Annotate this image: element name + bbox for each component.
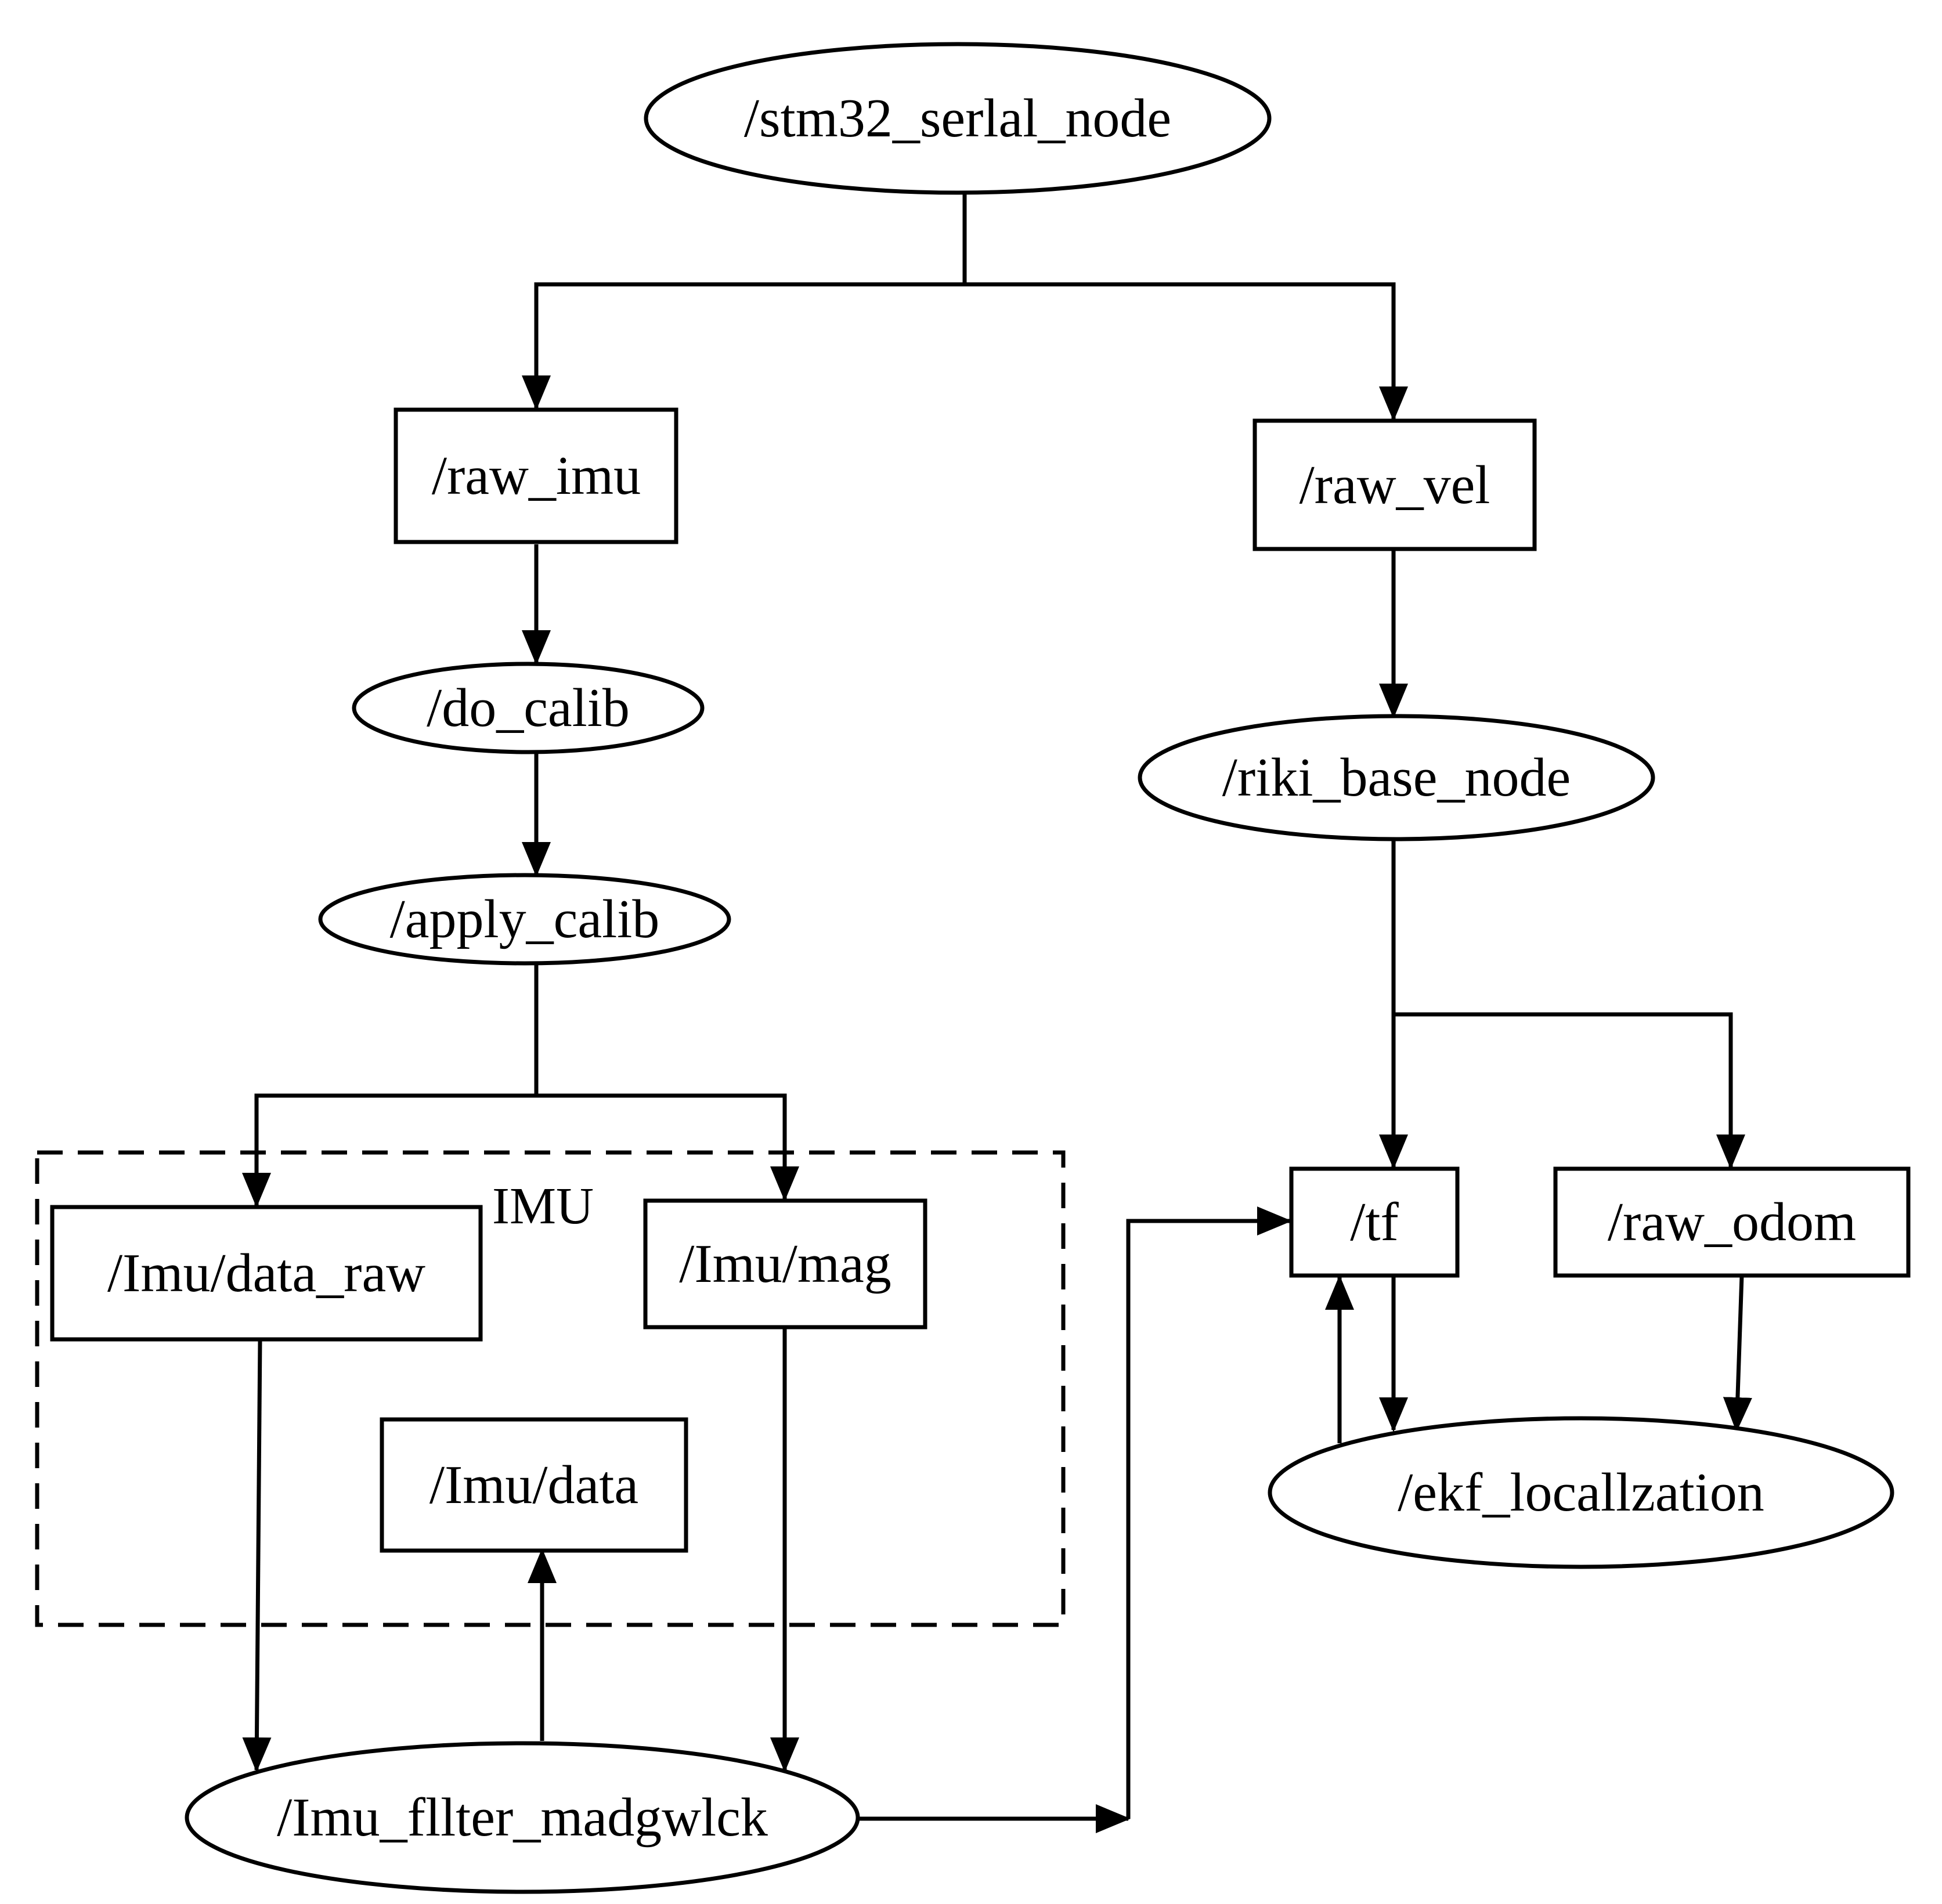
node-label: /ekf_locallzation bbox=[1398, 1462, 1764, 1523]
node-label: /raw_odom bbox=[1608, 1192, 1856, 1252]
node-label: /Imu_fllter_madgwlck bbox=[277, 1787, 768, 1848]
imu-group-border bbox=[35, 1150, 1066, 1627]
node-label: /apply_calib bbox=[390, 889, 660, 949]
node-label: /Imu/data bbox=[429, 1455, 638, 1515]
node-imu-data-raw: /Imu/data_raw bbox=[50, 1205, 483, 1342]
node-riki-base-node: /riki_base_node bbox=[1138, 714, 1655, 841]
node-raw-odom: /raw_odom bbox=[1553, 1166, 1911, 1278]
node-raw-vel: /raw_vel bbox=[1252, 418, 1537, 551]
edge-data-raw-filter bbox=[242, 1340, 272, 1772]
imu-group: IMU bbox=[35, 1150, 1066, 1627]
edge-apply-calib-data-raw bbox=[242, 1093, 536, 1208]
edge-apply-calib-mag bbox=[536, 1093, 799, 1201]
node-imu-data: /Imu/data bbox=[380, 1417, 688, 1553]
node-imu-mag: /Imu/mag bbox=[643, 1198, 927, 1329]
edge-stm32-raw-imu bbox=[522, 282, 965, 410]
node-ekf-localization: /ekf_locallzation bbox=[1268, 1416, 1894, 1569]
edge-raw-odom-ekf bbox=[1723, 1275, 1752, 1432]
edge-filter-tf bbox=[1126, 1206, 1292, 1819]
node-stm32-serial-node: /stm32_serlal_node bbox=[644, 42, 1272, 195]
node-label: /tf bbox=[1350, 1192, 1399, 1252]
node-label: /raw_vel bbox=[1300, 455, 1490, 515]
node-do-calib: /do_calib bbox=[352, 662, 705, 754]
node-label: /raw_imu bbox=[432, 446, 641, 506]
node-label: /Imu/mag bbox=[679, 1234, 891, 1294]
node-label: /riki_base_node bbox=[1222, 747, 1571, 808]
imu-group-label: IMU bbox=[492, 1177, 594, 1235]
node-raw-imu: /raw_imu bbox=[394, 407, 678, 544]
node-tf: /tf bbox=[1289, 1166, 1460, 1278]
node-label: /stm32_serlal_node bbox=[744, 88, 1171, 149]
node-label: /do_calib bbox=[427, 678, 630, 738]
node-label: /Imu/data_raw bbox=[107, 1243, 425, 1303]
node-imu-filter-madgwick: /Imu_fllter_madgwlck bbox=[185, 1741, 860, 1894]
edge-riki-raw-odom bbox=[1394, 1012, 1745, 1169]
edge-stm32-raw-vel bbox=[965, 282, 1408, 421]
node-apply-calib: /apply_calib bbox=[318, 873, 731, 966]
edges bbox=[242, 194, 1752, 1833]
